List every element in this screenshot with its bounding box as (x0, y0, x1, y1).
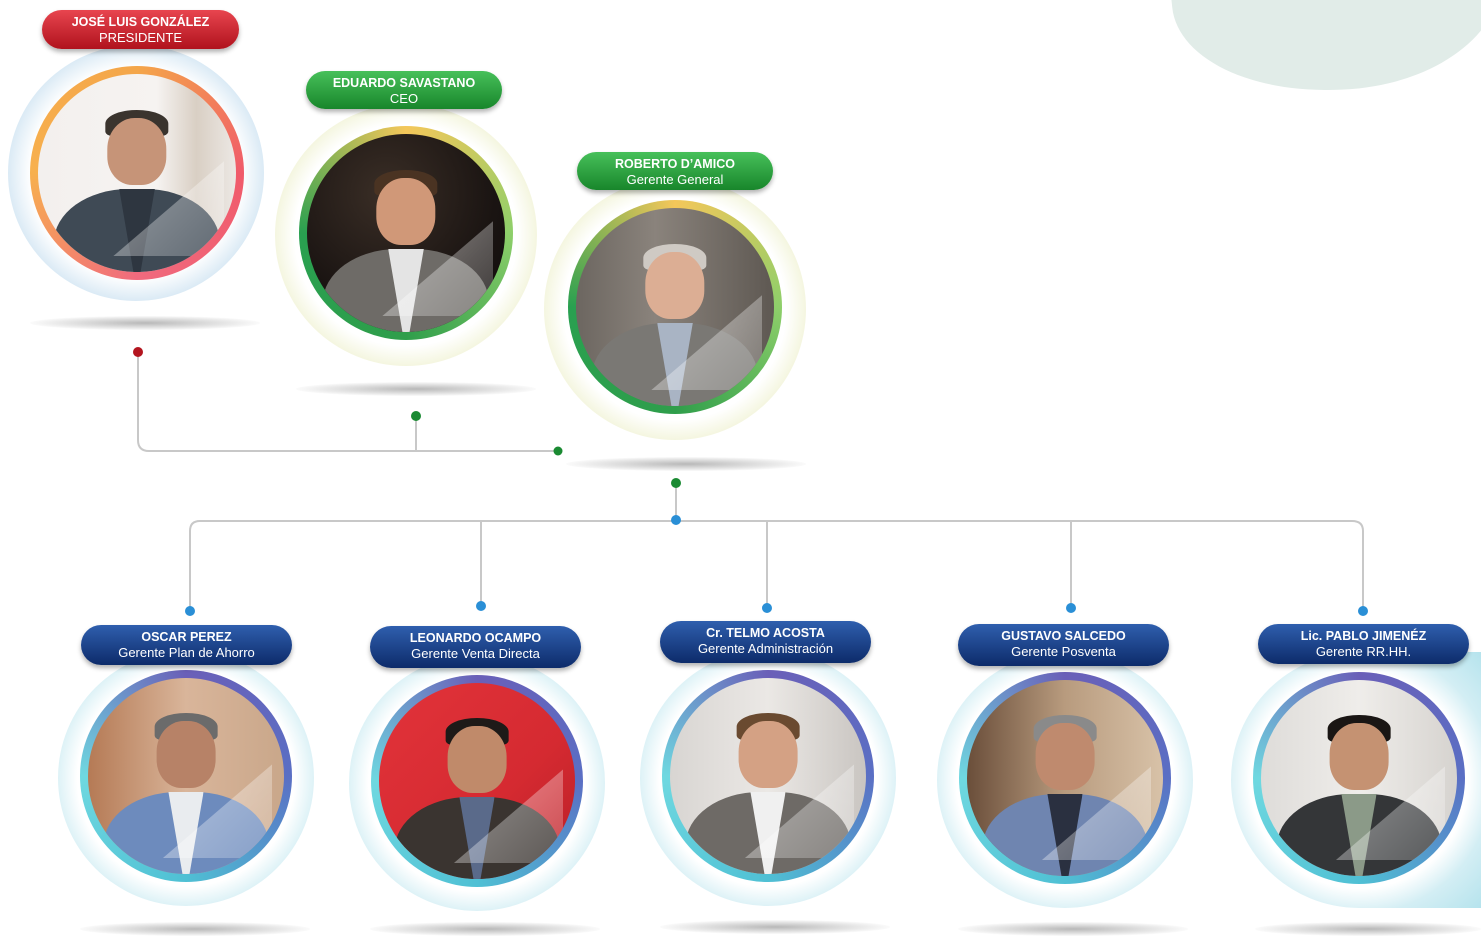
person-role: Gerente Posventa (1011, 644, 1116, 659)
person-role: Gerente RR.HH. (1315, 644, 1412, 659)
dot-hub (671, 515, 681, 525)
person-name: GUSTAVO SALCEDO (1001, 629, 1126, 643)
name-tag: GUSTAVO SALCEDO Gerente Posventa (958, 624, 1169, 666)
person-role: PRESIDENTE (98, 30, 183, 45)
name-tag: OSCAR PEREZ Gerente Plan de Ahorro (81, 625, 292, 665)
node-shadow (1255, 922, 1481, 936)
person-role: CEO (389, 91, 419, 106)
dot-manager-3 (762, 603, 772, 613)
node-shadow (660, 920, 890, 934)
name-tag: JOSÉ LUIS GONZÁLEZ PRESIDENTE (42, 10, 239, 49)
person-role: Gerente Plan de Ahorro (118, 645, 255, 660)
name-tag: Cr. TELMO ACOSTA Gerente Administración (660, 621, 871, 663)
dot-manager-2 (476, 601, 486, 611)
person-name: ROBERTO D’AMICO (615, 157, 735, 171)
node-shadow (80, 922, 310, 936)
person-name: Lic. PABLO JIMENÉZ (1300, 629, 1427, 643)
person-name: EDUARDO SAVASTANO (332, 76, 476, 90)
person-name: JOSÉ LUIS GONZÁLEZ (71, 15, 210, 29)
portrait-photo (88, 678, 284, 874)
person-name: LEONARDO OCAMPO (409, 631, 542, 645)
node-shadow (370, 922, 600, 936)
dot-ceo (411, 411, 421, 421)
node-shadow (958, 922, 1188, 936)
portrait-photo (379, 683, 575, 879)
connector-managers (189, 520, 1364, 611)
portrait-photo (670, 678, 866, 874)
portrait-photo (576, 208, 774, 406)
portrait-photo (307, 134, 505, 332)
connector-president (137, 352, 558, 452)
node-shadow (566, 457, 806, 471)
portrait-photo (38, 74, 236, 272)
person-role: Gerente General (626, 172, 724, 187)
dot-manager-5 (1358, 606, 1368, 616)
person-name: OSCAR PEREZ (141, 630, 232, 644)
dot-gm (671, 478, 681, 488)
dot-president (133, 347, 143, 357)
person-role: Gerente Administración (697, 641, 834, 656)
name-tag: EDUARDO SAVASTANO CEO (306, 71, 502, 109)
name-tag: Lic. PABLO JIMENÉZ Gerente RR.HH. (1258, 624, 1469, 664)
name-tag: ROBERTO D’AMICO Gerente General (577, 152, 773, 190)
dot-junction (553, 446, 563, 456)
node-shadow (30, 316, 260, 330)
person-role: Gerente Venta Directa (411, 646, 540, 661)
node-shadow (296, 382, 536, 396)
dot-manager-1 (185, 606, 195, 616)
portrait-photo (967, 680, 1163, 876)
portrait-photo (1261, 680, 1457, 876)
name-tag: LEONARDO OCAMPO Gerente Venta Directa (370, 626, 581, 668)
person-name: Cr. TELMO ACOSTA (706, 626, 825, 640)
dot-manager-4 (1066, 603, 1076, 613)
